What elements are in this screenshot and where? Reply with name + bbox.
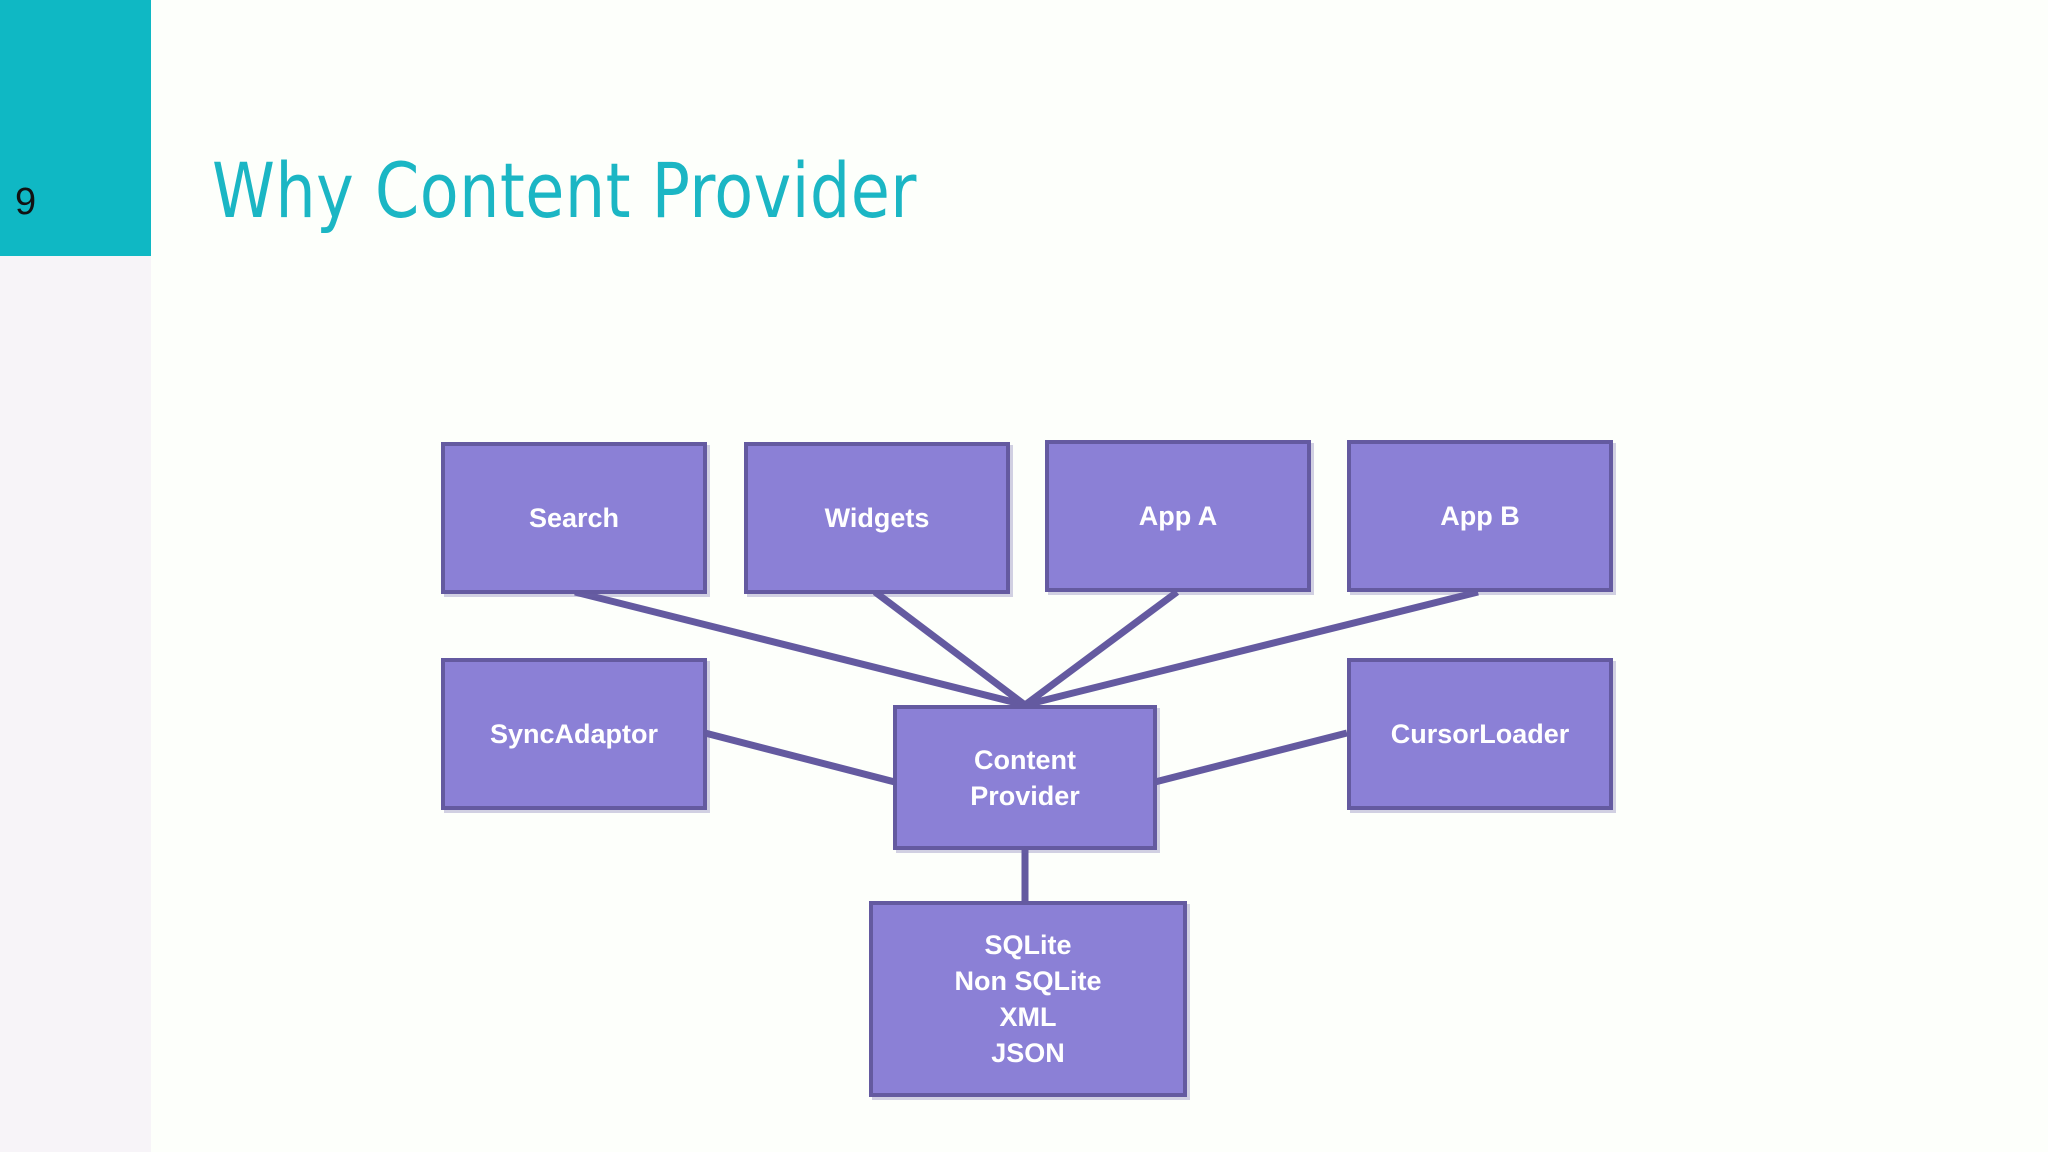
node-content-provider[interactable]: Content Provider [893,705,1157,850]
edge-app-a-to-content-provider [1022,589,1180,708]
node-cursor-loader-label: CursorLoader [1390,719,1570,749]
node-cursor-loader[interactable]: CursorLoader [1347,658,1613,810]
page-title: Why Content Provider [212,146,917,235]
edge-cursor-loader-to-content-provider [1154,729,1348,786]
rail-accent-block [0,0,151,256]
node-app-a[interactable]: App A [1045,440,1311,592]
edge-sync-adaptor-to-content-provider [704,729,896,786]
node-search[interactable]: Search [441,442,707,594]
node-storage[interactable]: SQLite Non SQLite XML JSON [869,901,1187,1097]
node-storage-label: SQLite Non SQLite XML JSON [954,930,1102,1068]
node-app-b-label: App B [1440,501,1520,531]
slide-number: 9 [15,181,37,223]
node-search-label: Search [528,503,620,533]
edge-widgets-to-content-provider [872,589,1028,708]
node-sync-adaptor[interactable]: SyncAdaptor [441,658,707,810]
node-widgets[interactable]: Widgets [744,442,1010,594]
left-rail: 9 [0,0,151,1152]
node-content-provider-label: Content Provider [970,744,1080,811]
node-app-b[interactable]: App B [1347,440,1613,592]
node-sync-adaptor-label: SyncAdaptor [489,719,659,749]
node-app-a-label: App A [1138,501,1218,531]
node-widgets-label: Widgets [824,503,930,533]
